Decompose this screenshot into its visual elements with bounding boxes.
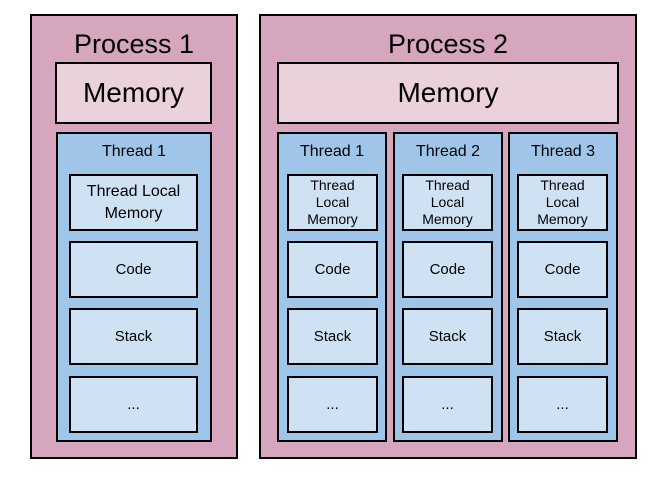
process-2-thread-1-stack-label: Stack <box>313 328 352 345</box>
process-2-thread-1-more-label: ... <box>326 396 339 413</box>
process-1-thread-1-more: ... <box>69 376 198 433</box>
process-1-thread-1-stack: Stack <box>69 308 198 365</box>
process-1-memory: Memory <box>55 62 212 124</box>
process-1-title: Process 1 <box>73 29 195 59</box>
process-2-thread-3-more-label: ... <box>556 396 569 413</box>
process-2-thread-3-stack: Stack <box>517 308 608 365</box>
process-2-memory-label: Memory <box>397 77 499 108</box>
process-1-thread-1-local-memory-label: Thread Local Memory <box>86 182 181 222</box>
process-2-title: Process 2 <box>387 29 509 59</box>
process-2-thread-2-stack: Stack <box>402 308 493 365</box>
process-2-thread-3-title: Thread 3 <box>530 143 596 160</box>
process-1-thread-1-stack-label: Stack <box>114 328 153 345</box>
process-1-thread-1-code: Code <box>69 241 198 298</box>
process-2-thread-2-more-label: ... <box>441 396 454 413</box>
process-2-thread-2-local-memory-label: Thread Local Memory <box>422 177 473 227</box>
process-2-thread-1-more: ... <box>287 376 378 433</box>
process-2-thread-1-code-label: Code <box>314 261 351 278</box>
process-2-thread-1-title: Thread 1 <box>299 143 365 160</box>
process-1-thread-1-code-label: Code <box>115 261 152 278</box>
process-1-thread-1-local-memory: Thread Local Memory <box>69 174 198 231</box>
process-2-thread-2-more: ... <box>402 376 493 433</box>
process-2-thread-3-code-label: Code <box>544 261 581 278</box>
process-2-thread-1-code: Code <box>287 241 378 298</box>
process-2-thread-2-code: Code <box>402 241 493 298</box>
process-2-thread-1-local-memory-label: Thread Local Memory <box>307 177 358 227</box>
process-2-memory: Memory <box>277 62 619 124</box>
process-2-thread-2-code-label: Code <box>429 261 466 278</box>
process-1-thread-1-title: Thread 1 <box>101 143 167 160</box>
process-1-memory-label: Memory <box>82 77 185 108</box>
process-2-thread-3-local-memory: Thread Local Memory <box>517 174 608 231</box>
process-2-thread-3-more: ... <box>517 376 608 433</box>
process-2-thread-1-stack: Stack <box>287 308 378 365</box>
process-2-thread-3-local-memory-label: Thread Local Memory <box>537 177 588 227</box>
process-1-thread-1-more-label: ... <box>127 396 140 413</box>
process-2-thread-3-stack-label: Stack <box>543 328 582 345</box>
process-2-thread-3-code: Code <box>517 241 608 298</box>
process-2-thread-2-title: Thread 2 <box>415 143 481 160</box>
process-2-thread-2-local-memory: Thread Local Memory <box>402 174 493 231</box>
process-2-thread-2-stack-label: Stack <box>428 328 467 345</box>
process-2-thread-1-local-memory: Thread Local Memory <box>287 174 378 231</box>
